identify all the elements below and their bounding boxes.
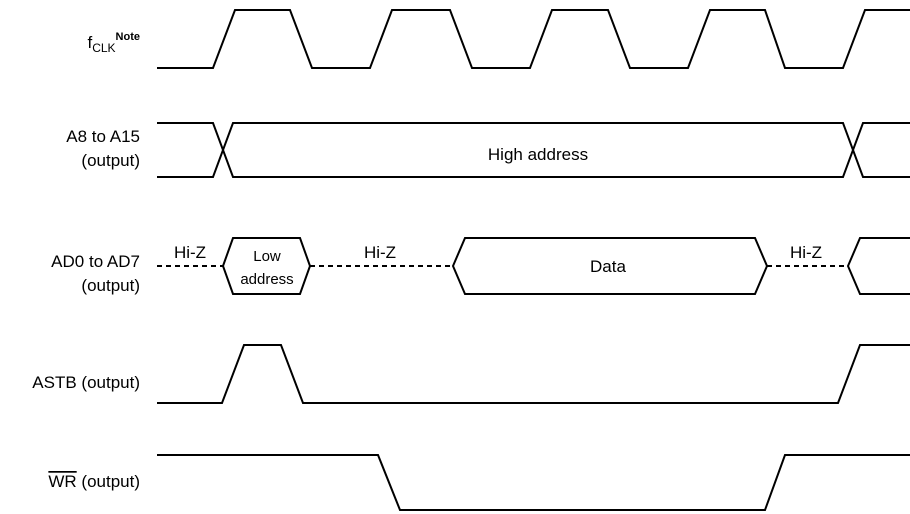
a8-a15-row: A8 to A15 (output) High address — [66, 122, 910, 178]
astb-row: ASTB (output) — [32, 344, 910, 404]
ad0-ad7-label-line1: AD0 to AD7 — [51, 252, 140, 271]
wr-label: WR (output) — [48, 472, 140, 491]
hiz-text-2: Hi-Z — [364, 243, 396, 262]
wr-row: WR (output) — [48, 454, 910, 511]
fclk-label: fCLKNote — [87, 31, 140, 55]
data-text: Data — [590, 257, 626, 276]
low-address-line2: address — [240, 271, 293, 288]
fclk-waveform — [157, 9, 910, 69]
hiz-text-3: Hi-Z — [790, 243, 822, 262]
astb-label: ASTB (output) — [32, 373, 140, 392]
astb-waveform — [157, 344, 910, 404]
wr-waveform — [157, 454, 910, 511]
ad0-ad7-label-line2: (output) — [81, 276, 140, 295]
a8-a15-label-line1: A8 to A15 — [66, 127, 140, 146]
next-bus-edge — [846, 237, 910, 295]
ad0-ad7-row: AD0 to AD7 (output) Hi-Z Low address Hi-… — [51, 237, 910, 295]
hiz-text-1: Hi-Z — [174, 243, 206, 262]
a8-a15-waveform — [157, 122, 910, 178]
fclk-row: fCLKNote — [87, 9, 910, 69]
high-address-text: High address — [488, 145, 588, 164]
a8-a15-label-line2: (output) — [81, 151, 140, 170]
low-address-line1: Low — [253, 248, 281, 265]
